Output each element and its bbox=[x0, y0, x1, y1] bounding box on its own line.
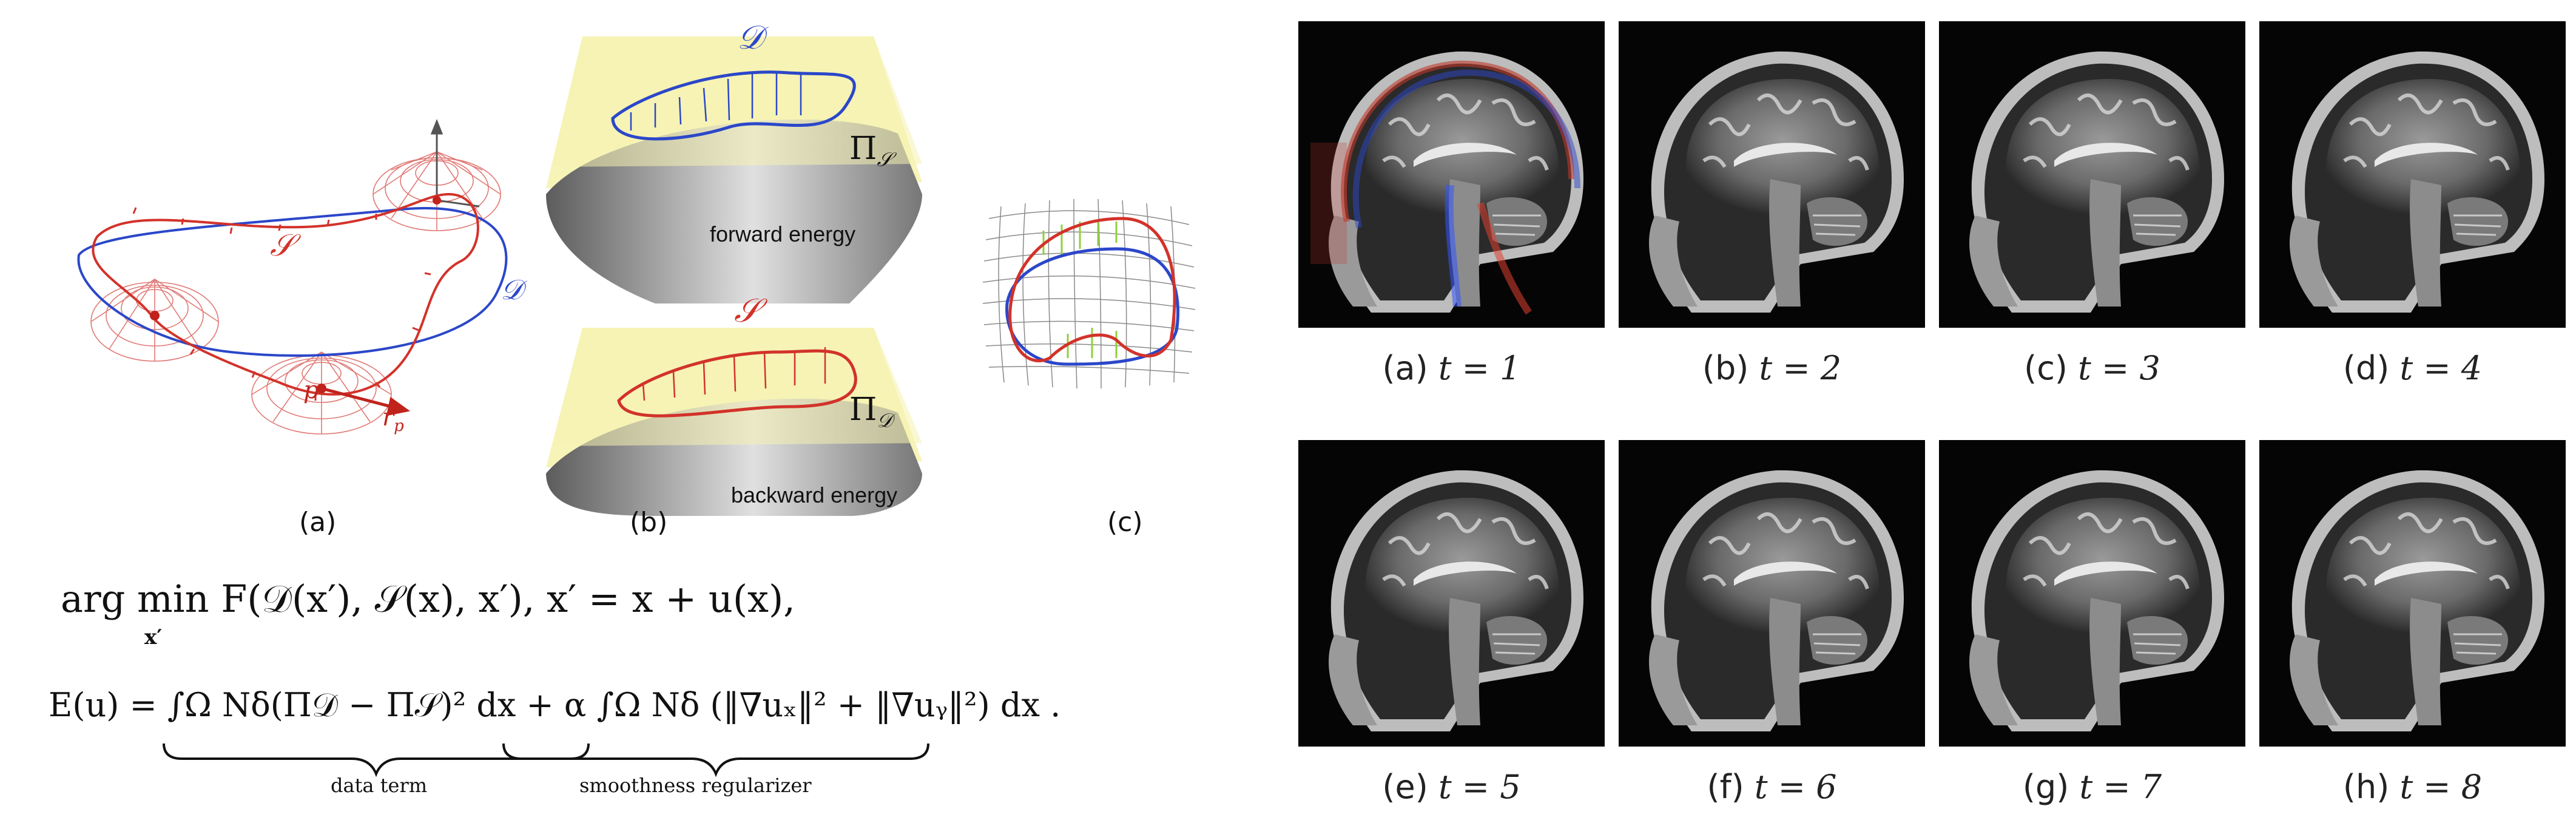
brace-label-data-term: data term bbox=[331, 774, 428, 797]
label-d-b: 𝒟 bbox=[737, 18, 764, 56]
mri-frame-6 bbox=[1619, 440, 1925, 747]
equation-1-text: arg min F(𝒟(x′), 𝒮(x), x′), x′ = x + u(x… bbox=[61, 577, 795, 621]
equation-2-braces bbox=[163, 743, 929, 778]
label-s-b: 𝒮 bbox=[734, 291, 760, 330]
caption-b-t: t = 2 bbox=[1759, 349, 1842, 387]
caption-d-letter: (d) bbox=[2342, 349, 2390, 387]
caption-c-letter: (c) bbox=[2024, 349, 2068, 387]
panel-a-figure bbox=[77, 118, 508, 435]
equation-1: arg min F(𝒟(x′), 𝒮(x), x′), x′ = x + u(x… bbox=[61, 577, 795, 622]
mri-frame-5 bbox=[1298, 440, 1605, 747]
label-pi-s: Π𝒮 bbox=[849, 130, 892, 171]
curve-d-top bbox=[611, 70, 856, 141]
caption-f-letter: (f) bbox=[1707, 768, 1744, 806]
mri-frame-2 bbox=[1619, 21, 1925, 328]
caption-g-t: t = 7 bbox=[2079, 768, 2162, 806]
equation-1-subscript: x′ bbox=[144, 625, 163, 649]
mri-frame-8 bbox=[2259, 440, 2566, 747]
panel-c-figure bbox=[982, 198, 1196, 389]
caption-d-t: t = 4 bbox=[2399, 349, 2483, 387]
caption-c: (c) t = 3 bbox=[1939, 349, 2245, 387]
mri-frame-7 bbox=[1939, 440, 2245, 747]
panel-b-figure bbox=[546, 36, 922, 516]
label-s-a: 𝒮 bbox=[270, 228, 294, 263]
label-rp: rp bbox=[382, 404, 404, 435]
mri-frame-3 bbox=[1939, 21, 2245, 328]
brace-label-smoothness: smoothness regularizer bbox=[579, 774, 812, 797]
label-pi-d-sub: 𝒟 bbox=[877, 408, 892, 432]
panel-label-a: (a) bbox=[299, 507, 337, 538]
caption-h-t: t = 8 bbox=[2399, 768, 2483, 806]
caption-c-t: t = 3 bbox=[2078, 349, 2160, 387]
label-pi-s-main: Π bbox=[849, 130, 877, 167]
label-pi-s-sub: 𝒮 bbox=[877, 147, 892, 171]
equation-2: E(u) = ∫Ω Nδ(Π𝒟 − Π𝒮)² dx + α ∫Ω Nδ (‖∇u… bbox=[49, 686, 1061, 724]
label-pi-d-main: Π bbox=[849, 391, 877, 428]
caption-b: (b) t = 2 bbox=[1619, 349, 1925, 387]
mri-frame-1 bbox=[1298, 21, 1605, 328]
mri-frame-4 bbox=[2259, 21, 2566, 328]
rp-arrow bbox=[321, 387, 411, 416]
curve-s bbox=[92, 192, 479, 396]
caption-d: (d) t = 4 bbox=[2259, 349, 2566, 387]
backward-energy-label: backward energy bbox=[731, 483, 898, 507]
caption-a: (a) t = 1 bbox=[1298, 349, 1605, 387]
label-rp-main: r bbox=[382, 404, 394, 432]
caption-e: (e) t = 5 bbox=[1298, 768, 1605, 806]
curve-d-c bbox=[1005, 247, 1179, 366]
caption-b-letter: (b) bbox=[1702, 349, 1749, 387]
label-d-a: 𝒟 bbox=[501, 273, 523, 306]
caption-e-t: t = 5 bbox=[1438, 768, 1521, 806]
caption-f-t: t = 6 bbox=[1754, 768, 1837, 806]
caption-g: (g) t = 7 bbox=[1939, 768, 2245, 806]
caption-e-letter: (e) bbox=[1382, 768, 1428, 806]
panel-label-b: (b) bbox=[630, 507, 668, 538]
caption-f: (f) t = 6 bbox=[1619, 768, 1925, 806]
caption-a-t: t = 1 bbox=[1438, 349, 1521, 387]
label-p: p bbox=[303, 376, 319, 404]
caption-a-letter: (a) bbox=[1382, 349, 1428, 387]
curve-s-c bbox=[1008, 217, 1176, 362]
forward-energy-label: forward energy bbox=[710, 222, 856, 246]
label-rp-sub: p bbox=[394, 417, 404, 435]
panel-label-c: (c) bbox=[1107, 507, 1143, 538]
caption-h: (h) t = 8 bbox=[2259, 768, 2566, 806]
caption-g-letter: (g) bbox=[2022, 768, 2069, 806]
caption-h-letter: (h) bbox=[2342, 768, 2390, 806]
label-pi-d: Π𝒟 bbox=[849, 391, 892, 432]
curve-s-bottom bbox=[617, 349, 857, 418]
